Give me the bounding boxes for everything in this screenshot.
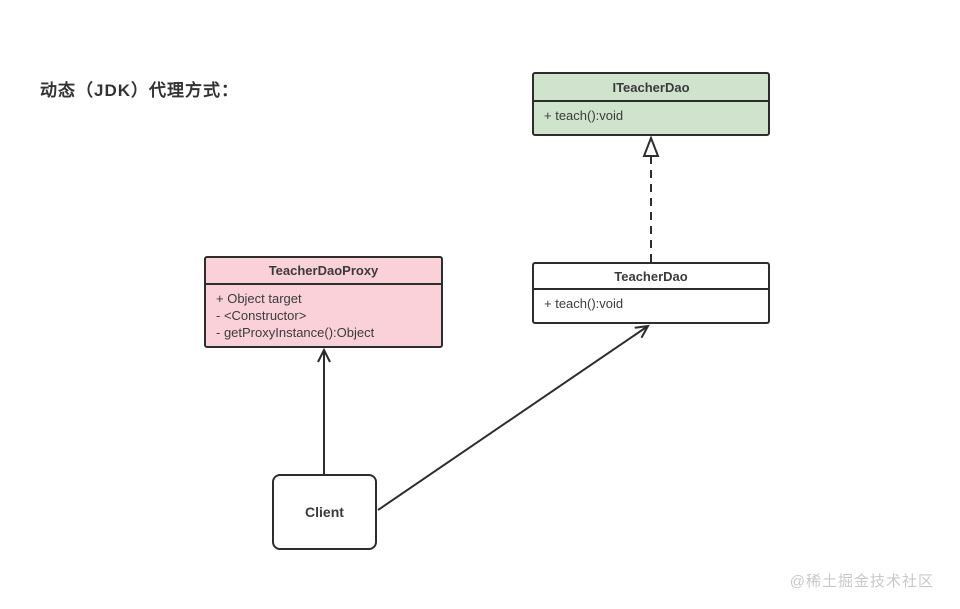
class-member: + teach():void [544,296,624,311]
class-box-teacherdao[interactable]: TeacherDao + teach():void [532,262,770,324]
class-box-client[interactable]: Client [272,474,377,550]
class-member: + Object target [216,291,302,306]
class-name-iteacherdao: ITeacherDao [534,74,768,102]
class-member: - <Constructor> [216,308,307,323]
class-name-client: Client [305,504,344,520]
class-member: - getProxyInstance():Object [216,325,375,340]
edge-realization-teacherdao-iteacherdao [642,135,660,262]
class-box-iteacherdao[interactable]: ITeacherDao + teach():void [532,72,770,136]
class-member: + teach():void [544,108,624,123]
watermark: @稀土掘金技术社区 [789,573,934,590]
class-box-teacherdaoproxy[interactable]: TeacherDaoProxy + Object target - <Const… [204,256,443,348]
edge-association-client-teacherdao [377,324,650,511]
class-name-teacherdao: TeacherDao [534,264,768,290]
class-name-teacherdaoproxy: TeacherDaoProxy [206,258,441,285]
page-title: 动态（JDK）代理方式： [40,81,240,100]
